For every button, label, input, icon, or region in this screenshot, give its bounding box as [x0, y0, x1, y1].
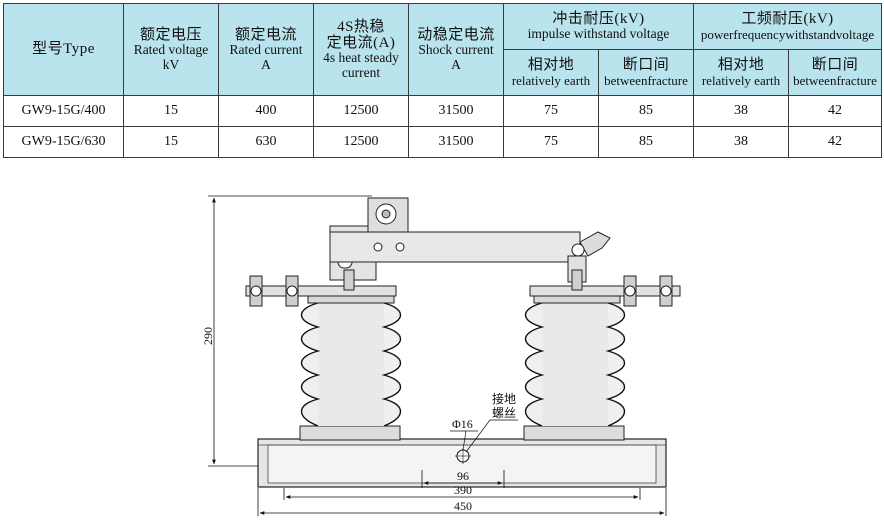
cell-shock-current: 31500 [408, 95, 504, 127]
cell-impulse-fracture: 85 [597, 95, 695, 127]
ground-screw-icon [455, 448, 471, 464]
cell-shock-current: 31500 [408, 126, 504, 158]
header-shock-current: 动稳定电流 Shock current A [408, 3, 504, 96]
cell-pf-earth: 38 [693, 126, 790, 158]
subheader-impulse-earth: 相对地 relatively earth [503, 49, 599, 96]
switch-blade [329, 197, 611, 291]
table-row: GW9-15G/630 15 630 12500 31500 75 85 38 … [3, 126, 883, 158]
header-rated-voltage: 额定电压 Rated voltage kV [123, 3, 219, 96]
cell-model: GW9-15G/400 [3, 95, 124, 127]
header-rated-current: 额定电流 Rated current A [218, 3, 314, 96]
cell-heat-current: 12500 [313, 95, 409, 127]
cell-impulse-earth: 75 [503, 95, 599, 127]
disconnector-drawing: 290 96 390 450 Φ16 接地 螺丝 [201, 195, 681, 516]
header-type: 型号Type [3, 3, 124, 96]
ground-label-1: 接地 [492, 391, 516, 406]
spec-table: 型号Type 额定电压 Rated voltage kV 额定电流 Rated … [3, 3, 883, 158]
cell-impulse-earth: 75 [503, 126, 599, 158]
cell-heat-current: 12500 [313, 126, 409, 158]
header-power-frequency-voltage: 工频耐压(kV) powerfrequencywithstandvoltage [693, 3, 883, 50]
horizontal-dimensions: 96 390 450 [257, 469, 667, 516]
subheader-pf-earth: 相对地 relatively earth [693, 49, 790, 96]
dim-390-label: 390 [454, 483, 472, 497]
terminal-plates [245, 275, 681, 307]
ground-label-2: 螺丝 [492, 406, 516, 420]
subheader-pf-fracture: 断口间 betweenfracture [788, 49, 883, 96]
cell-pf-fracture: 42 [788, 95, 883, 127]
dim-height-label: 290 [201, 327, 215, 345]
dim-450-label: 450 [454, 499, 472, 513]
cell-impulse-fracture: 85 [597, 126, 695, 158]
cell-current: 400 [218, 95, 314, 127]
height-dimension: 290 [201, 195, 372, 467]
cell-current: 630 [218, 126, 314, 158]
left-insulator [299, 290, 402, 441]
subheader-impulse-fracture: 断口间 betweenfracture [597, 49, 695, 96]
ground-screw-callout: Φ16 接地 螺丝 [450, 391, 518, 453]
table-row: GW9-15G/400 15 400 12500 31500 75 85 38 … [3, 95, 883, 127]
header-heat-steady-current: 4S热稳 定电流(A) 4s heat steady current [313, 3, 409, 96]
cell-model: GW9-15G/630 [3, 126, 124, 158]
dim-96-label: 96 [457, 469, 469, 483]
cell-pf-earth: 38 [693, 95, 790, 127]
cell-pf-fracture: 42 [788, 126, 883, 158]
cell-voltage: 15 [123, 126, 219, 158]
right-insulator [523, 290, 626, 441]
phi-label: Φ16 [452, 417, 473, 431]
header-impulse-voltage: 冲击耐压(kV) impulse withstand voltage [502, 3, 695, 50]
cell-voltage: 15 [123, 95, 219, 127]
